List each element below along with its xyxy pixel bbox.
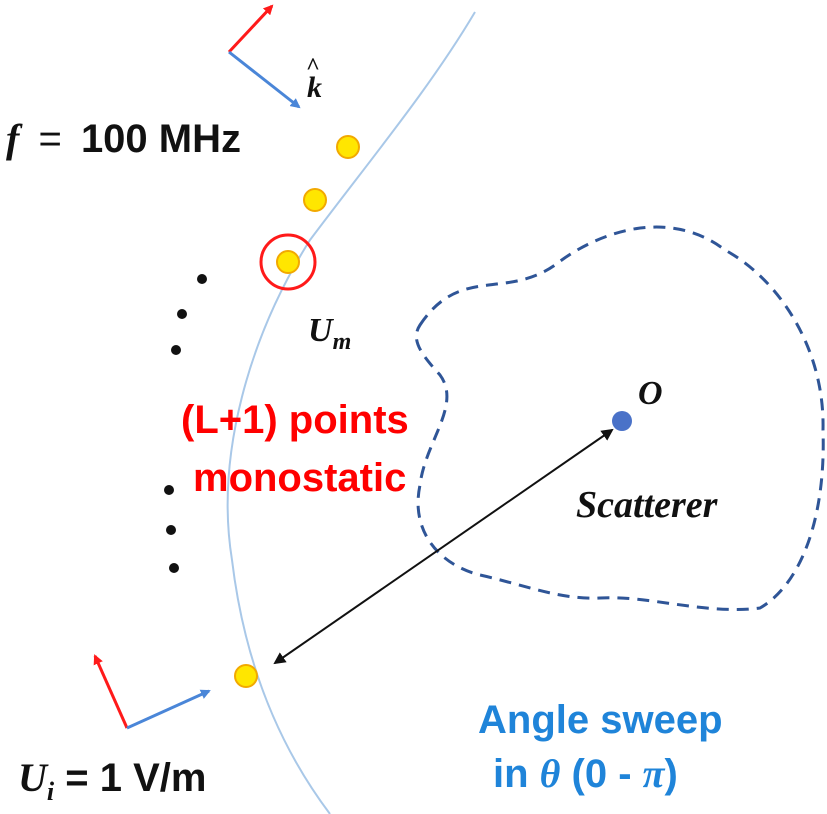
wave-vector-symbol: k xyxy=(307,71,322,104)
ellipsis-dot xyxy=(171,345,181,355)
ellipsis-dot xyxy=(169,563,179,573)
measurement-point-highlighted xyxy=(276,250,300,274)
orbit-curve xyxy=(226,11,476,814)
ellipsis-dot xyxy=(177,309,187,319)
top-red-vector xyxy=(227,4,274,54)
points-label-line-1: (L+1) points xyxy=(181,398,409,442)
sample-point-label: Um xyxy=(308,314,351,354)
frequency-label: f = 100 MHz xyxy=(6,116,241,161)
origin-point xyxy=(612,411,632,431)
frequency-symbol: f xyxy=(6,116,20,161)
frequency-equals: = xyxy=(38,117,62,161)
incident-symbol: U xyxy=(18,755,47,800)
top-blue-vector xyxy=(228,50,301,109)
measurement-point-2 xyxy=(303,188,327,212)
pi-symbol: π xyxy=(642,751,665,796)
theta-symbol: θ xyxy=(539,751,561,796)
incident-field-label: Ui = 1 V/m xyxy=(18,758,206,805)
measurement-point-incident xyxy=(234,664,258,688)
bottom-red-vector xyxy=(93,654,129,729)
wave-vector-hat: ^ xyxy=(306,54,320,80)
frequency-value: 100 MHz xyxy=(80,117,241,161)
ellipsis-dot xyxy=(166,525,176,535)
angle-sweep-prefix: in xyxy=(493,752,540,796)
distance-arrow xyxy=(273,428,614,665)
sample-point-subscript: m xyxy=(332,328,352,355)
ellipsis-dot xyxy=(197,274,207,284)
highlight-ring xyxy=(259,233,317,291)
angle-sweep-line-2: in θ (0 - π) xyxy=(493,751,678,796)
angle-range-open: (0 - xyxy=(560,752,643,796)
origin-label: O xyxy=(638,375,663,412)
bottom-blue-vector xyxy=(126,689,211,730)
ellipsis-dot xyxy=(164,485,174,495)
wave-vector-label: ^ k xyxy=(306,55,322,104)
points-label-line-2: monostatic xyxy=(193,456,407,500)
angle-sweep-line-1: Angle sweep xyxy=(478,698,723,742)
incident-subscript: i xyxy=(46,777,55,806)
incident-value: = 1 V/m xyxy=(54,756,207,800)
sample-point-symbol: U xyxy=(308,312,333,349)
angle-range-close: ) xyxy=(664,752,678,796)
scatterer-label: Scatterer xyxy=(576,484,718,526)
measurement-point-1 xyxy=(336,135,360,159)
